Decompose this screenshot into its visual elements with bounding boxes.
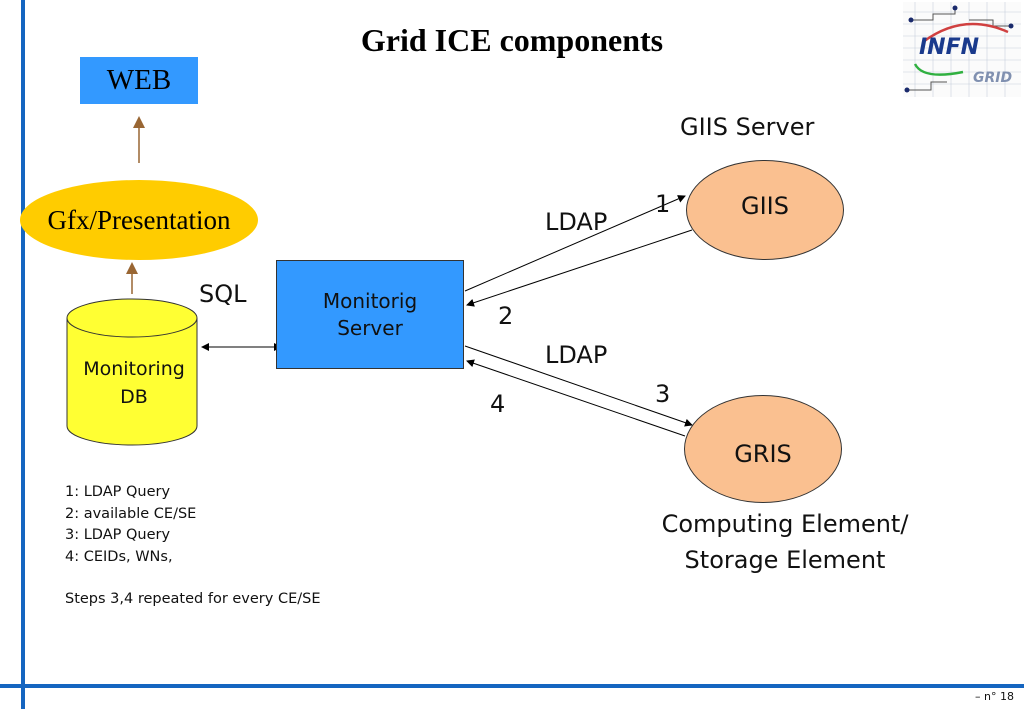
ce-label-line1: Computing Element/ [661,510,909,538]
ldap-label-bottom: LDAP [545,341,608,369]
arrow-step4-response-gris [466,359,686,437]
note-footer: Steps 3,4 repeated for every CE/SE [65,591,321,607]
monitoring-db-label: Monitoring DB [66,355,202,411]
logo-graphic: INFN GRID [903,2,1021,97]
step-2-label: 2 [498,302,514,330]
note-line: 4: CEIDs, WNs, [65,548,173,565]
slide-title: Grid ICE components [360,22,664,58]
note-line: 3: LDAP Query [65,527,171,543]
bottom-border-line [0,684,1024,688]
logo-grid-text: GRID [973,70,1012,86]
presentation-ellipse: Gfx/Presentation [20,180,258,260]
server-label-line2: Server [337,315,403,340]
step-4-label: 4 [490,390,506,418]
note-line: 1: LDAP Query [65,484,171,500]
gris-node: GRIS [684,395,842,503]
infn-grid-logo: INFN GRID [903,2,1021,97]
monitoring-db-cylinder [66,298,198,446]
monitoring-server-box: Monitorig Server [276,260,464,369]
web-box: WEB [80,57,198,104]
giis-server-label: GIIS Server [680,113,815,141]
arrow-step1-query-giis [464,195,686,292]
ce-label-line2: Storage Element [684,546,886,574]
giis-node: GIIS [686,160,844,260]
arrow-step3-query-gris [464,345,693,427]
arrow-step2-response-giis [466,229,693,307]
db-label-line1: Monitoring [83,358,185,380]
note-line: 2: available CE/SE [65,505,197,522]
left-border-line [21,0,25,709]
steps-notes: 1: LDAP Query 2: available CE/SE 3: LDAP… [65,482,321,611]
ldap-label-top: LDAP [545,208,608,236]
step-1-label: 1 [655,190,671,218]
logo-infn-text: INFN [919,35,979,60]
computing-element-label: Computing Element/ Storage Element [620,506,950,578]
page-number: – n° 18 [975,690,1014,703]
step-3-label: 3 [655,380,671,408]
server-label-line1: Monitorig [322,288,418,313]
sql-label: SQL [199,280,247,308]
db-label-line2: DB [120,386,148,408]
